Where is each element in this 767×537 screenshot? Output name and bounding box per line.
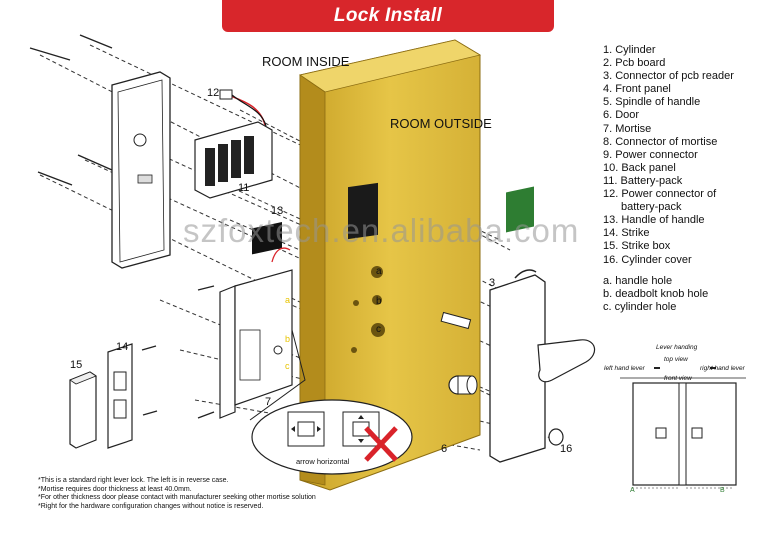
legend-item: 8. Connector of mortise — [603, 135, 718, 148]
legend-item: 15. Strike box — [603, 240, 671, 253]
legend-item: 13. Handle of handle — [603, 214, 705, 227]
strike — [107, 343, 133, 449]
hole-legend-item: c. cylinder hole — [603, 300, 677, 313]
hole-letter-a: a — [376, 266, 382, 277]
legend-item: 16. Cylinder cover — [603, 253, 692, 266]
door — [299, 39, 482, 491]
mortise-letter-b: b — [285, 334, 291, 344]
inset-door-a: A — [630, 487, 635, 494]
battery-pack — [194, 89, 273, 199]
legend-item: 1. Cylinder — [603, 44, 656, 56]
mortise — [219, 222, 293, 419]
legend-item: 3. Connector of pcb reader — [603, 70, 734, 83]
hole-letter-b: b — [376, 296, 382, 307]
label-room-inside: ROOM INSIDE — [262, 54, 350, 69]
legend-item: battery-pack — [621, 201, 682, 214]
hole-legend-item: a. handle hole — [603, 274, 673, 287]
lever-handing-inset — [620, 367, 746, 489]
footnote: *This is a standard right lever lock. Th… — [38, 477, 229, 484]
footnote: *Mortise requires door thickness at leas… — [38, 485, 192, 493]
hole-letter-c: c — [376, 324, 381, 335]
legend-item: 9. Power connector — [603, 148, 698, 161]
label-room-outside: ROOM OUTSIDE — [390, 116, 492, 131]
part-number-12: 12 — [207, 87, 220, 99]
mortise-letter-a: a — [285, 295, 291, 305]
hole-legend-item: b. deadbolt knob hole — [603, 287, 709, 300]
cylinder-cover — [548, 428, 564, 446]
footnotes: *This is a standard right lever lock. Th… — [38, 477, 316, 511]
part-number-15: 15 — [70, 359, 83, 371]
mortise-letter-c: c — [285, 361, 290, 371]
inset-lever-handing: Lever handing — [656, 344, 698, 351]
footnote: *Right for the hardware configuration ch… — [38, 502, 264, 510]
inset-door-b: B — [720, 487, 725, 494]
title: Lock Install — [333, 5, 443, 26]
legend-item: 6. Door — [603, 109, 640, 122]
front-panel — [489, 186, 596, 463]
inset-right-hand-lever: right hand lever — [700, 365, 745, 372]
label-arrow-horizontal: arrow horizontal — [296, 457, 350, 466]
parts-legend: 1. Cylinder 2. Pcb board 3. Connector of… — [603, 44, 767, 314]
legend-item: 4. Front panel — [603, 83, 671, 96]
part-number-7: 7 — [265, 396, 272, 408]
arrow-callout — [249, 329, 413, 475]
part-number-6: 6 — [441, 443, 448, 455]
legend-item: 2. Pcb board — [603, 57, 666, 70]
title-banner: Lock Install — [222, 0, 554, 32]
legend-item: 7. Mortise — [603, 122, 652, 135]
inset-left-hand-lever: left hand lever — [604, 365, 645, 372]
legend-item: 11. Battery-pack — [603, 174, 683, 187]
footnote: *For other thickness door please contact… — [38, 494, 316, 502]
legend-item: 5. Spindle of handle — [603, 96, 701, 109]
part-number-13: 13 — [271, 205, 284, 217]
watermark: szfoxtech.en.alibaba.com — [183, 212, 580, 249]
cylinder — [448, 375, 478, 395]
part-number-14: 14 — [116, 341, 129, 353]
legend-item: 14. Strike — [603, 227, 650, 240]
inset-front-view: front view — [664, 375, 692, 382]
inset-top-view: top view — [664, 356, 688, 363]
strike-box — [69, 371, 97, 449]
part-number-3: 3 — [489, 277, 496, 289]
legend-item: 12. Power connector of — [603, 188, 717, 201]
screws — [29, 34, 215, 419]
spindle — [440, 311, 472, 330]
part-number-16: 16 — [560, 443, 573, 455]
part-number-11: 11 — [238, 182, 250, 194]
back-panel — [111, 71, 171, 269]
legend-item: 10. Back panel — [603, 161, 676, 174]
